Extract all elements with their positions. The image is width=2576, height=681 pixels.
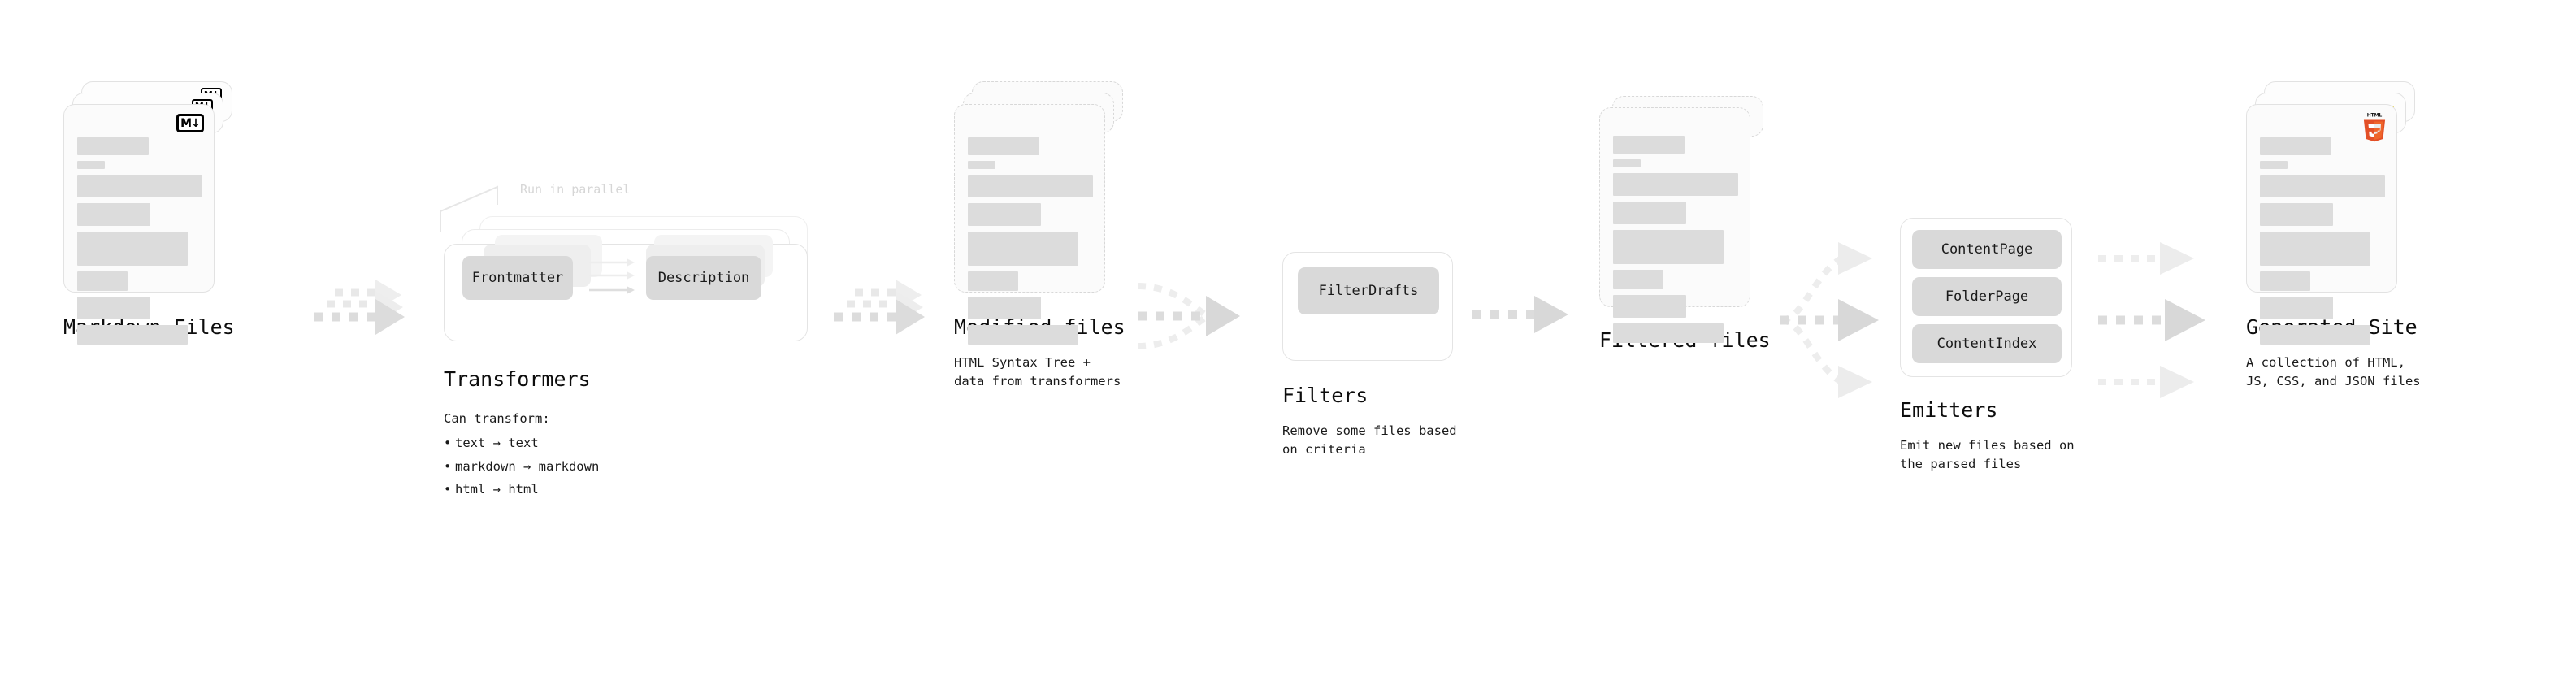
arrow-modified-to-filters bbox=[1136, 268, 1242, 366]
transformer-node-frontmatter[interactable]: Frontmatter bbox=[462, 256, 573, 300]
file-card-front bbox=[1599, 107, 1750, 343]
stage-emitters: ContentPage FolderPage ContentIndex Emit… bbox=[1900, 218, 2075, 474]
transformer-box-front: Frontmatter Description bbox=[444, 235, 808, 341]
content-bar bbox=[2260, 297, 2333, 319]
filters-box: FilterDrafts bbox=[1282, 252, 1453, 361]
content-bar bbox=[1613, 323, 1724, 343]
content-bar bbox=[77, 271, 128, 291]
filter-node-label: FilterDrafts bbox=[1318, 283, 1419, 299]
content-bar bbox=[1613, 159, 1641, 167]
dashed-arrow-icon bbox=[1472, 296, 1568, 333]
list-item: html → html bbox=[444, 478, 599, 501]
content-bar bbox=[2260, 325, 2370, 345]
transformers-description: Can transform: text → text markdown → ma… bbox=[444, 410, 599, 501]
parallel-bracket-icon bbox=[440, 185, 498, 232]
content-bar bbox=[1613, 270, 1663, 289]
stage-filtered-files: Filtered files bbox=[1599, 96, 1771, 352]
emitter-node-label: FolderPage bbox=[1945, 288, 2029, 305]
content-bar bbox=[77, 137, 149, 155]
file-content-placeholder bbox=[77, 137, 202, 350]
content-bar bbox=[77, 175, 202, 197]
modified-file-stack bbox=[954, 81, 1123, 345]
filtered-file-stack bbox=[1599, 96, 1768, 343]
content-bar bbox=[2260, 232, 2370, 266]
stage-filters: FilterDrafts Filters Remove some files b… bbox=[1282, 252, 1457, 459]
transformer-inner-arrows-icon bbox=[589, 258, 635, 294]
dashed-arrow-fan-icon bbox=[314, 280, 405, 335]
markdown-file-stack: M↓ M↓ M↓ bbox=[63, 81, 232, 345]
content-bar bbox=[968, 271, 1018, 291]
filters-description: Remove some files based on criteria bbox=[1282, 423, 1457, 457]
dashed-arrow-branch-icon bbox=[1780, 242, 1879, 398]
html5-logo-icon: HTML bbox=[2363, 114, 2386, 142]
filter-node-filterdrafts[interactable]: FilterDrafts bbox=[1298, 267, 1439, 314]
content-bar bbox=[968, 203, 1041, 226]
content-bar bbox=[1613, 230, 1724, 264]
content-bar bbox=[2260, 137, 2331, 155]
content-bar bbox=[77, 297, 150, 319]
content-bar bbox=[77, 161, 105, 169]
generated-site-description: A collection of HTML, JS, CSS, and JSON … bbox=[2246, 355, 2421, 388]
emitters-box: ContentPage FolderPage ContentIndex bbox=[1900, 218, 2072, 377]
svg-text:HTML: HTML bbox=[2367, 114, 2383, 119]
arrow-markdown-to-transformers bbox=[307, 268, 405, 366]
content-bar bbox=[2260, 161, 2288, 169]
file-card-front: HTML bbox=[2246, 104, 2397, 345]
content-bar bbox=[1613, 295, 1686, 318]
transformer-node-label: Frontmatter bbox=[471, 270, 564, 286]
dashed-arrow-triple-icon bbox=[2098, 242, 2205, 398]
list-item: markdown → markdown bbox=[444, 455, 599, 479]
list-item: text → text bbox=[444, 432, 599, 455]
stage-markdown-files: M↓ M↓ M↓ Markdown Files bbox=[63, 81, 235, 345]
generated-file-stack: CSS HTML bbox=[2246, 81, 2415, 345]
content-bar bbox=[968, 297, 1041, 319]
arrow-emitters-to-site bbox=[2095, 226, 2225, 413]
content-bar bbox=[1613, 136, 1685, 154]
run-in-parallel-label: Run in parallel bbox=[520, 182, 631, 197]
arrow-filtered-to-emitters bbox=[1778, 226, 1900, 413]
content-bar bbox=[968, 175, 1093, 197]
content-bar bbox=[968, 232, 1078, 266]
content-bar bbox=[1613, 202, 1686, 224]
emitter-node-label: ContentPage bbox=[1941, 241, 2033, 258]
content-bar bbox=[2260, 175, 2385, 197]
emitter-node-contentindex[interactable]: ContentIndex bbox=[1912, 324, 2062, 363]
dashed-arrow-fan-icon bbox=[834, 280, 925, 335]
transformers-sub-head: Can transform: bbox=[444, 411, 550, 426]
file-card-front bbox=[954, 104, 1105, 345]
stage-generated-site: CSS HTML Generated Site A collection of … bbox=[2246, 81, 2421, 391]
file-card-front: M↓ bbox=[63, 104, 215, 345]
emitter-node-contentpage[interactable]: ContentPage bbox=[1912, 230, 2062, 269]
modified-files-description: HTML Syntax Tree + data from transformer… bbox=[954, 355, 1121, 388]
content-bar bbox=[2260, 203, 2333, 226]
page-title-emitters: Emitters bbox=[1900, 398, 1998, 422]
stage-modified-files: Modified files HTML Syntax Tree + data f… bbox=[954, 81, 1125, 391]
page-title-filters: Filters bbox=[1282, 384, 1368, 407]
file-content-placeholder bbox=[2260, 137, 2385, 350]
markdown-badge: M↓ bbox=[176, 114, 204, 132]
content-bar bbox=[968, 161, 995, 169]
content-bar bbox=[2260, 271, 2310, 291]
emitter-node-label: ContentIndex bbox=[1936, 336, 2037, 352]
file-content-placeholder bbox=[1613, 136, 1738, 349]
file-content-placeholder bbox=[968, 137, 1093, 350]
content-bar bbox=[77, 232, 188, 266]
dashed-arrow-converge-icon bbox=[1137, 283, 1240, 349]
transformers-bullet-list: text → text markdown → markdown html → h… bbox=[444, 432, 599, 501]
transformer-node-label: Description bbox=[657, 270, 750, 286]
arrow-filters-to-filtered bbox=[1469, 278, 1570, 351]
emitter-node-folderpage[interactable]: FolderPage bbox=[1912, 277, 2062, 316]
transformer-node-description[interactable]: Description bbox=[646, 256, 761, 300]
content-bar bbox=[968, 325, 1078, 345]
emitters-description: Emit new files based on the parsed files bbox=[1900, 438, 2075, 471]
content-bar bbox=[1613, 173, 1738, 196]
content-bar bbox=[968, 137, 1039, 155]
arrow-transformers-to-modified bbox=[827, 268, 925, 366]
page-title-transformers: Transformers bbox=[444, 367, 591, 391]
content-bar bbox=[77, 203, 150, 226]
content-bar bbox=[77, 325, 188, 345]
